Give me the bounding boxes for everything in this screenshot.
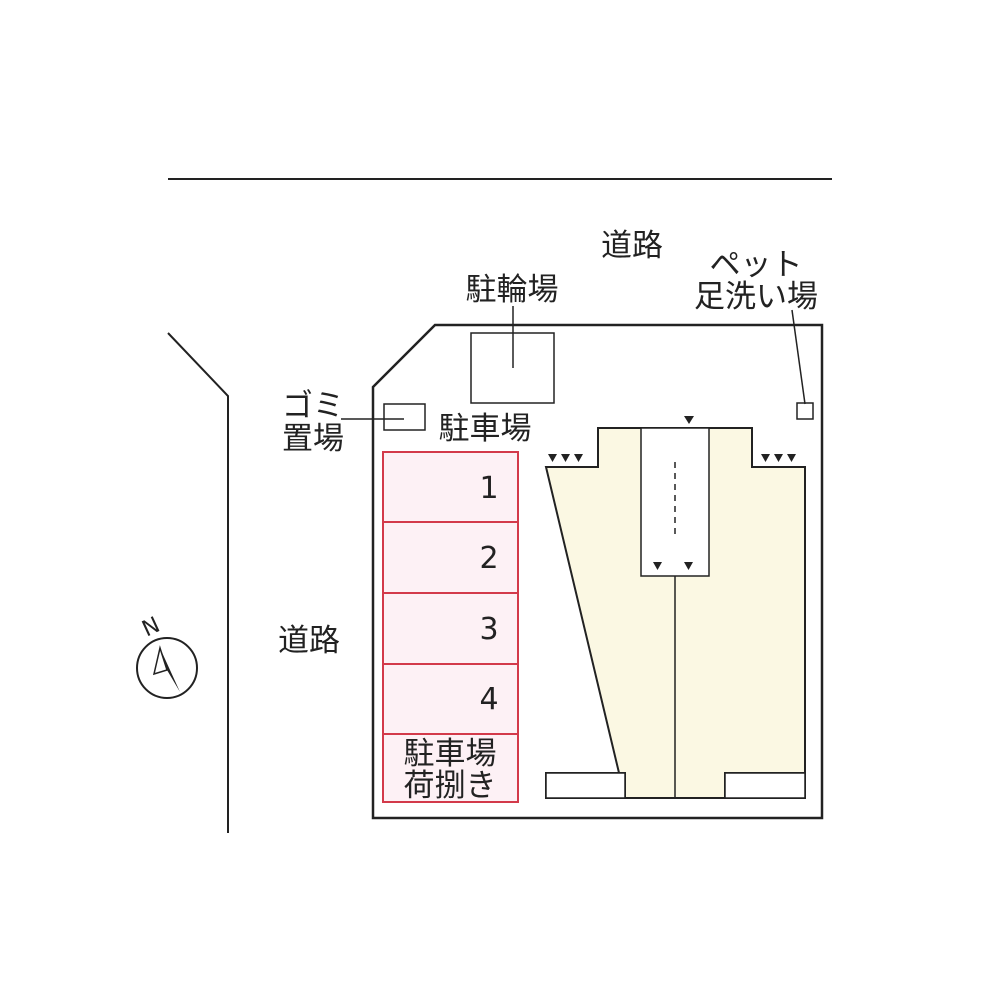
pet-wash-leader	[791, 309, 806, 405]
parking-space-number: 3	[479, 612, 498, 647]
bicycle-parking-label: 駐輪場	[466, 272, 559, 308]
loading-space	[382, 733, 519, 803]
entrance-marker	[574, 454, 583, 462]
loading-space-label-line2: 荷捌き	[404, 768, 497, 804]
parking-space-4	[382, 663, 519, 735]
garbage-label-line1: ゴミ	[282, 388, 344, 424]
entrance-marker	[653, 562, 662, 570]
parking-space-2	[382, 521, 519, 594]
entrance-marker	[561, 454, 570, 462]
road-left-label: 道路	[278, 623, 340, 659]
parking-space-number: 2	[479, 541, 498, 576]
entrance-marker	[761, 454, 770, 462]
pet-wash-label-line2: 足洗い場	[694, 279, 818, 315]
compass-needle-dark	[160, 648, 180, 692]
parking-space-number: 1	[479, 471, 498, 506]
entrance-marker-top	[684, 416, 694, 424]
north-arrow-icon: N	[136, 613, 198, 699]
entrance-marker	[787, 454, 796, 462]
pet-wash-area	[796, 402, 814, 420]
entrance-marker	[548, 454, 557, 462]
garbage-area	[383, 403, 426, 431]
entrance-marker	[774, 454, 783, 462]
loading-space-label-line1: 駐車場	[404, 736, 497, 772]
entrance-markers	[548, 416, 796, 570]
parking-lot-label: 駐車場	[439, 411, 532, 447]
parking-space-1	[382, 451, 519, 523]
entrance-hall	[640, 427, 710, 577]
unit-right-storage	[724, 772, 806, 799]
compass-needle-light	[152, 645, 168, 676]
parking-space-3	[382, 592, 519, 665]
pet-wash-label-line1: ペット	[710, 247, 803, 283]
parking-space-number: 4	[479, 682, 498, 717]
garbage-label-line2: 置場	[282, 421, 344, 457]
road-top-label: 道路	[601, 228, 663, 264]
road-edge-left	[167, 332, 229, 833]
unit-left-storage	[545, 772, 626, 799]
entrance-marker	[684, 562, 693, 570]
parking-spaces: 1 2 3 4 駐車場 荷捌き	[382, 451, 519, 804]
